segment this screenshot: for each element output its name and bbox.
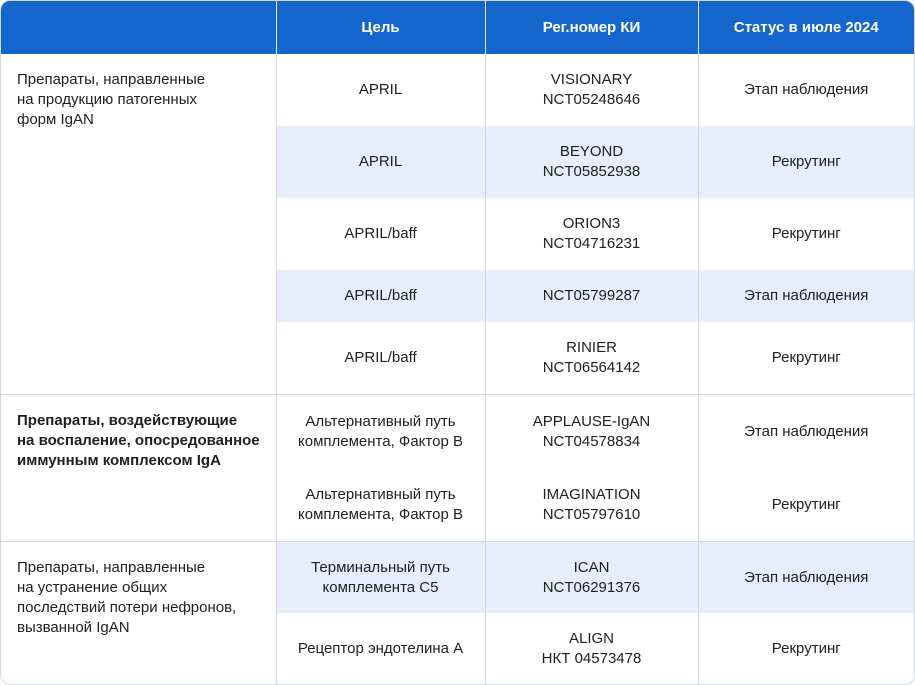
group-label-line: Препараты, воздействующие bbox=[17, 412, 238, 429]
reg-number-cell: IMAGINATION NCT05797610 bbox=[484, 468, 698, 542]
target-text: комплемента, Фактор В bbox=[298, 505, 463, 523]
group-label-line: Препараты, направленные bbox=[17, 559, 206, 576]
trial-id: NCT05852938 bbox=[542, 163, 641, 180]
trial-name: ORION3 bbox=[562, 215, 621, 232]
trial-name: VISIONARY bbox=[550, 71, 633, 88]
group-label-line: форм IgAN bbox=[17, 111, 94, 128]
target-text: APRIL/baff bbox=[344, 225, 417, 242]
target-cell: APRIL bbox=[275, 54, 485, 126]
status-cell: Рекрутинг bbox=[697, 126, 914, 198]
status-cell: Рекрутинг bbox=[697, 613, 914, 684]
trial-id: NCT05797610 bbox=[542, 505, 641, 523]
table-row: Препараты, направленные на устранение об… bbox=[1, 541, 914, 684]
group-label-pathogenic-forms: Препараты, направленные на продукцию пат… bbox=[1, 54, 276, 395]
group-label-line: Препараты, направленные bbox=[17, 71, 206, 88]
header-group bbox=[1, 1, 276, 54]
trial-id: NCT06564142 bbox=[542, 359, 641, 376]
target-text: APRIL/baff bbox=[344, 287, 417, 304]
target-text: комплемента С5 bbox=[322, 578, 439, 596]
status-cell: Этап наблюдения bbox=[697, 270, 914, 322]
status-cell: Рекрутинг bbox=[697, 468, 914, 542]
header-status: Статус в июле 2024 bbox=[697, 1, 914, 54]
target-text: Рецептор эндотелина А bbox=[297, 640, 464, 657]
target-cell: Рецептор эндотелина А bbox=[275, 613, 485, 684]
header-target: Цель bbox=[275, 1, 485, 54]
status-cell: Этап наблюдения bbox=[697, 394, 914, 468]
target-text: Терминальный путь bbox=[311, 558, 450, 576]
table-row: APRIL BEYOND NCT05852938 Рекрутинг bbox=[1, 126, 914, 198]
target-text: APRIL bbox=[358, 153, 403, 170]
target-cell: Альтернативный путь комплемента, Фактор … bbox=[275, 394, 485, 468]
reg-number-cell: APPLAUSE-IgAN NCT04578834 bbox=[484, 394, 698, 468]
group-label-line: иммунным комплексом IgA bbox=[17, 452, 221, 469]
target-text: Альтернативный путь bbox=[305, 485, 456, 503]
target-text: APRIL/baff bbox=[344, 349, 417, 366]
status-cell: Этап наблюдения bbox=[697, 54, 914, 126]
reg-number-cell: RINIER NCT06564142 bbox=[484, 322, 698, 395]
target-text: Альтернативный путь bbox=[305, 412, 456, 430]
status-cell: Рекрутинг bbox=[697, 198, 914, 270]
table-row: Препараты, воздействующие на воспаление,… bbox=[1, 394, 914, 542]
target-cell: APRIL/baff bbox=[275, 198, 485, 270]
status-cell: Рекрутинг bbox=[697, 322, 914, 395]
group-label-inflammation: Препараты, воздействующие на воспаление,… bbox=[1, 394, 276, 542]
target-cell: APRIL bbox=[275, 126, 485, 198]
trial-id: НКТ 04573478 bbox=[541, 650, 642, 667]
table-row: Рецептор эндотелина А ALIGN НКТ 04573478… bbox=[1, 613, 914, 684]
reg-number-cell: ICAN NCT06291376 bbox=[484, 541, 698, 613]
table-row: APRIL/baff RINIER NCT06564142 Рекрутинг bbox=[1, 322, 914, 395]
trial-name: APPLAUSE-IgAN bbox=[532, 412, 651, 430]
trial-name: RINIER bbox=[566, 339, 617, 356]
group-label-line: вызванной IgAN bbox=[17, 619, 130, 636]
status-cell: Этап наблюдения bbox=[697, 541, 914, 613]
table-row: Альтернативный путь комплемента, Фактор … bbox=[1, 468, 914, 542]
reg-number-cell: BEYOND NCT05852938 bbox=[484, 126, 698, 198]
group-label-line: на воспаление, опосредованное bbox=[17, 432, 260, 449]
reg-number-cell: VISIONARY NCT05248646 bbox=[484, 54, 698, 126]
trial-name: BEYOND bbox=[559, 143, 624, 160]
reg-number-cell: ALIGN НКТ 04573478 bbox=[484, 613, 698, 684]
trial-id: NCT05248646 bbox=[542, 91, 641, 108]
trial-id: NCT05799287 bbox=[542, 287, 641, 304]
table-header-row: Цель Рег.номер КИ Статус в июле 2024 bbox=[1, 1, 914, 54]
target-text: APRIL bbox=[358, 81, 403, 98]
trial-name: ICAN bbox=[573, 558, 610, 576]
target-cell: Альтернативный путь комплемента, Фактор … bbox=[275, 468, 485, 542]
target-cell: Терминальный путь комплемента С5 bbox=[275, 541, 485, 613]
group-label-line: последствий потери нефронов, bbox=[17, 599, 237, 616]
table-row: APRIL/baff ORION3 NCT04716231 Рекрутинг bbox=[1, 198, 914, 270]
table-row: Препараты, направленные на продукцию пат… bbox=[1, 54, 914, 395]
target-cell: APRIL/baff bbox=[275, 270, 485, 322]
target-text: комплемента, Фактор В bbox=[298, 432, 463, 450]
trial-id: NCT04716231 bbox=[542, 235, 641, 252]
group-label-nephron-loss: Препараты, направленные на устранение об… bbox=[1, 541, 276, 684]
header-reg-number: Рег.номер КИ bbox=[484, 1, 698, 54]
reg-number-cell: ORION3 NCT04716231 bbox=[484, 198, 698, 270]
table-row: APRIL/baff NCT05799287 Этап наблюдения bbox=[1, 270, 914, 322]
trial-name: IMAGINATION bbox=[542, 485, 641, 503]
trial-id: NCT04578834 bbox=[542, 432, 641, 450]
reg-number-cell: NCT05799287 bbox=[484, 270, 698, 322]
trial-name: ALIGN bbox=[568, 630, 614, 647]
group-label-line: на устранение общих bbox=[17, 579, 168, 596]
target-cell: APRIL/baff bbox=[275, 322, 485, 395]
trial-id: NCT06291376 bbox=[542, 578, 641, 596]
group-label-line: на продукцию патогенных bbox=[17, 91, 197, 108]
